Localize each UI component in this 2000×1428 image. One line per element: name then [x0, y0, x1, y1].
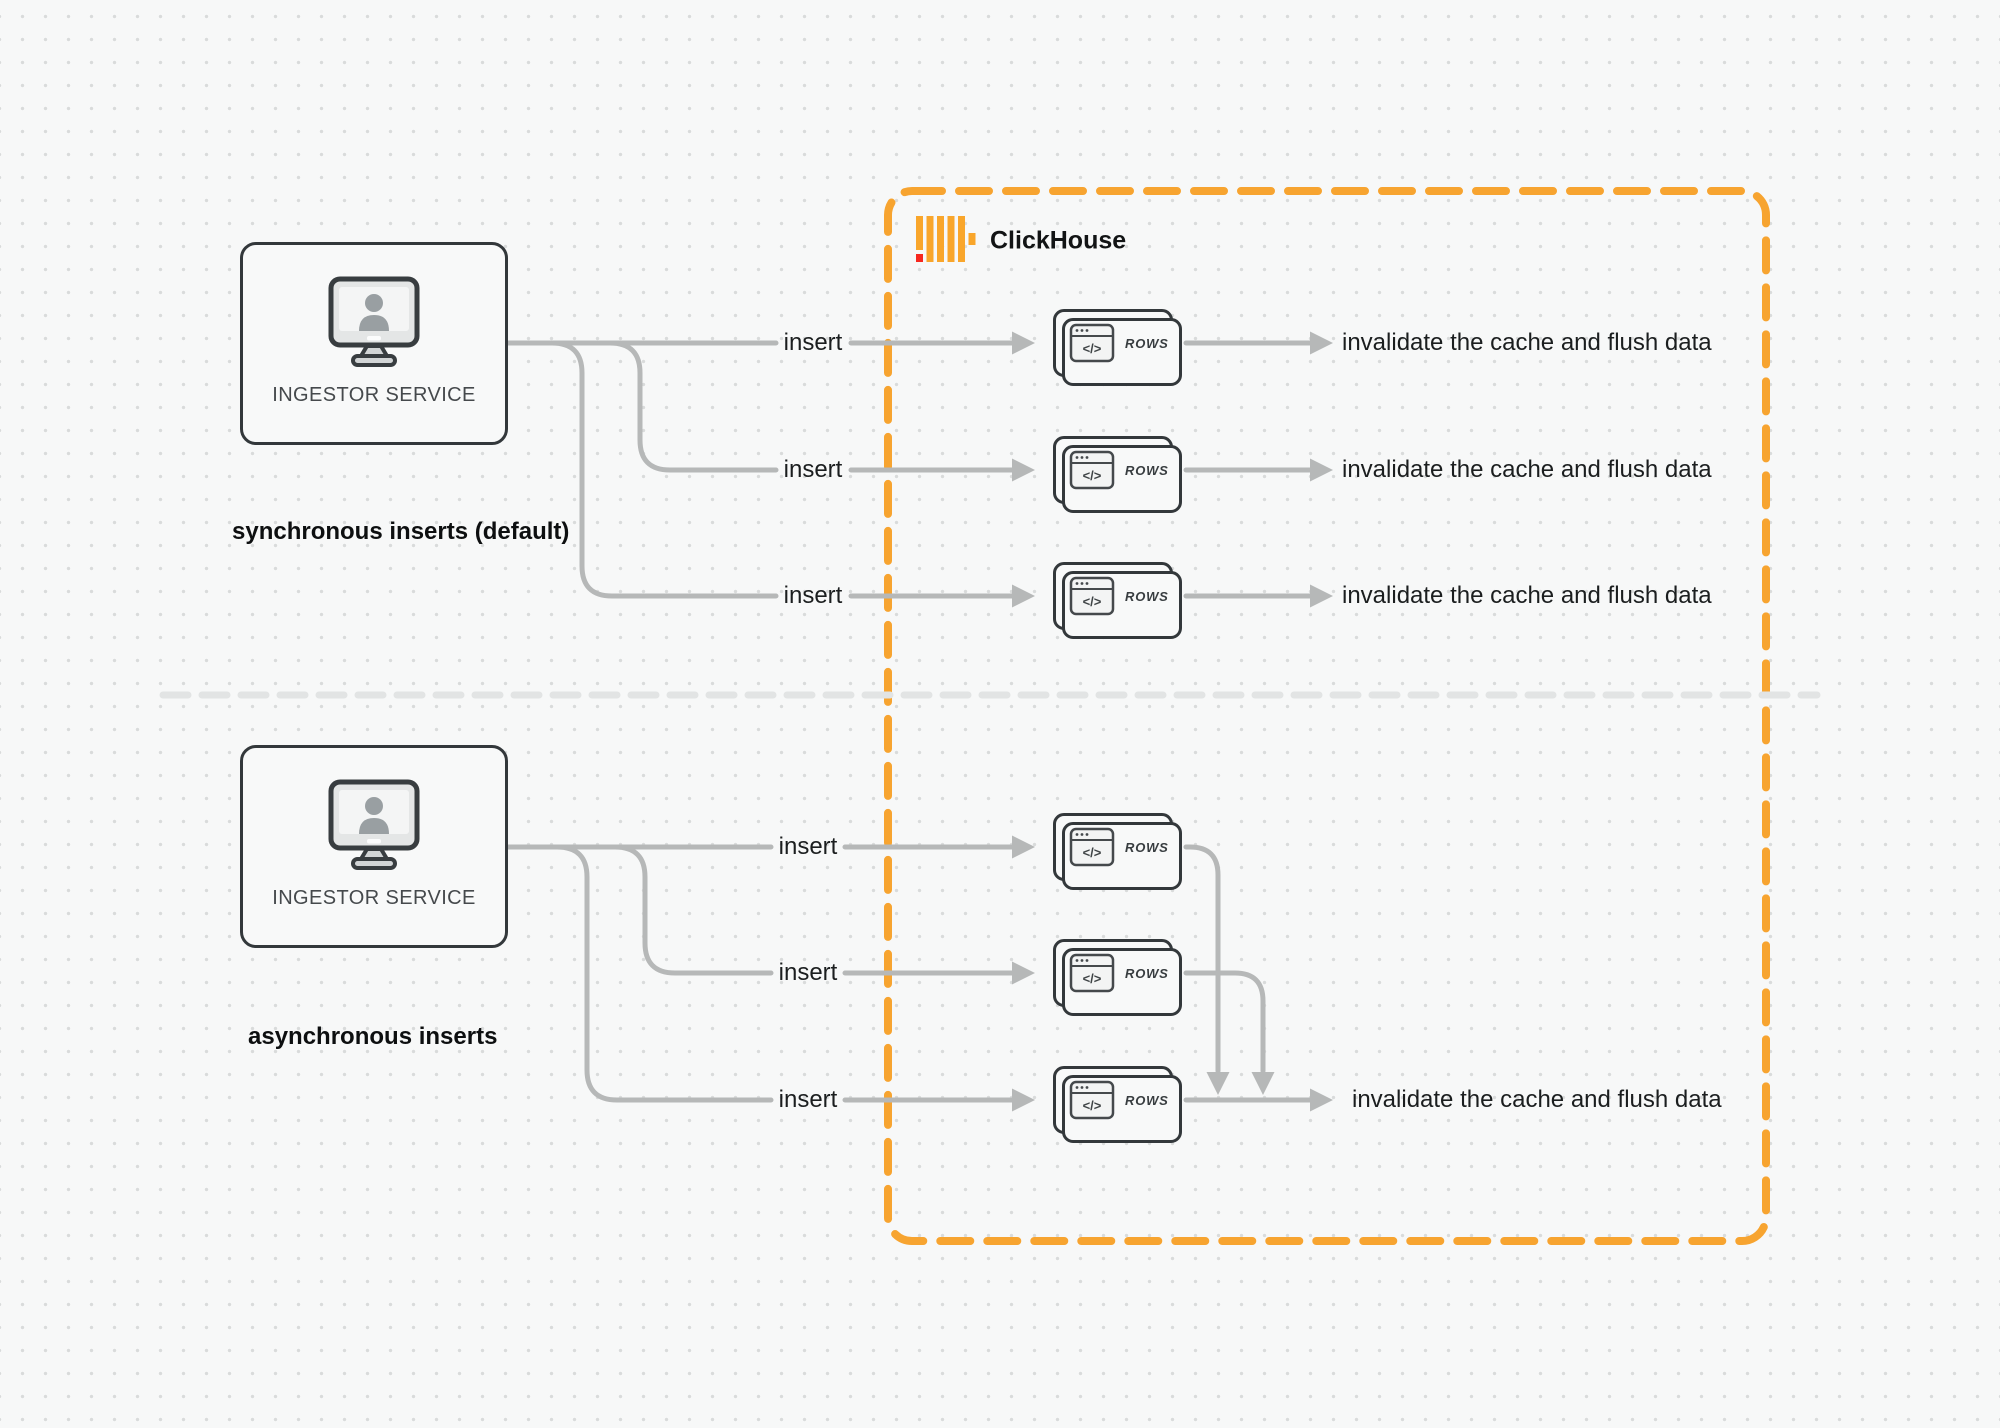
sync-insert-line-2 — [607, 340, 1016, 473]
arrowhead-right-icon — [1012, 458, 1035, 482]
result-label: invalidate the cache and flush data — [1342, 456, 1712, 483]
rows-table-card: </> ROWS — [1053, 309, 1182, 386]
monitor-user-icon — [328, 779, 420, 870]
svg-text:</>: </> — [1083, 1098, 1102, 1113]
ingestor-service-label: INGESTOR SERVICE — [272, 887, 476, 909]
rows-label: ROWS — [1125, 839, 1169, 855]
async-insert-line-3 — [554, 844, 1016, 1103]
rows-label: ROWS — [1125, 588, 1169, 604]
code-window-icon: </> — [1069, 827, 1115, 867]
insert-label: insert — [783, 329, 843, 356]
sync-section-caption: synchronous inserts (default) — [232, 518, 570, 545]
svg-text:</>: </> — [1083, 845, 1102, 860]
rows-table-card: </> ROWS — [1053, 813, 1182, 890]
insert-label: insert — [778, 833, 838, 860]
arrowhead-right-icon — [1310, 331, 1333, 355]
async-flush-drop-line-2 — [1183, 970, 1266, 1074]
arrowhead-right-icon — [1012, 961, 1035, 985]
code-window-icon: </> — [1069, 450, 1115, 490]
insert-label: insert — [783, 582, 843, 609]
rows-table-card: </> ROWS — [1053, 1066, 1182, 1143]
svg-text:</>: </> — [1083, 594, 1102, 609]
async-insert-line-2 — [612, 844, 1016, 976]
code-window-icon: </> — [1069, 953, 1115, 993]
clickhouse-label: ClickHouse — [990, 226, 1127, 255]
arrowhead-right-icon — [1310, 584, 1333, 608]
arrowhead-right-icon — [1012, 331, 1035, 355]
sync-insert-line-3 — [549, 340, 1016, 599]
insert-label: insert — [778, 1086, 838, 1113]
ingestor-service-label: INGESTOR SERVICE — [272, 384, 476, 406]
clickhouse-logo-icon — [916, 216, 976, 262]
ingestor-service-box-sync: INGESTOR SERVICE — [240, 242, 508, 445]
code-window-icon: </> — [1069, 576, 1115, 616]
rows-table-card: </> ROWS — [1053, 939, 1182, 1016]
arrowhead-right-icon — [1012, 584, 1035, 608]
insert-label: insert — [783, 456, 843, 483]
code-window-icon: </> — [1069, 1080, 1115, 1120]
insert-label: insert — [778, 959, 838, 986]
code-window-icon: </> — [1069, 323, 1115, 363]
arrowhead-right-icon — [1310, 1088, 1333, 1112]
rows-label: ROWS — [1125, 965, 1169, 981]
result-label: invalidate the cache and flush data — [1352, 1086, 1722, 1113]
svg-text:</>: </> — [1083, 341, 1102, 356]
async-section-caption: asynchronous inserts — [248, 1023, 498, 1050]
svg-text:</>: </> — [1083, 971, 1102, 986]
result-label: invalidate the cache and flush data — [1342, 582, 1712, 609]
svg-text:</>: </> — [1083, 468, 1102, 483]
rows-table-card: </> ROWS — [1053, 562, 1182, 639]
async-flush-drop-line-1 — [1183, 844, 1221, 1074]
arrowhead-down-icon — [1251, 1072, 1275, 1095]
clickhouse-boundary-box — [884, 187, 1770, 1245]
arrowhead-right-icon — [1012, 835, 1035, 859]
rows-table-card: </> ROWS — [1053, 436, 1182, 513]
arrowhead-right-icon — [1012, 1088, 1035, 1112]
rows-label: ROWS — [1125, 1092, 1169, 1108]
arrowhead-right-icon — [1310, 458, 1333, 482]
arrowhead-down-icon — [1206, 1072, 1230, 1095]
rows-label: ROWS — [1125, 335, 1169, 351]
ingestor-service-box-async: INGESTOR SERVICE — [240, 745, 508, 948]
result-label: invalidate the cache and flush data — [1342, 329, 1712, 356]
rows-label: ROWS — [1125, 462, 1169, 478]
monitor-user-icon — [328, 276, 420, 367]
